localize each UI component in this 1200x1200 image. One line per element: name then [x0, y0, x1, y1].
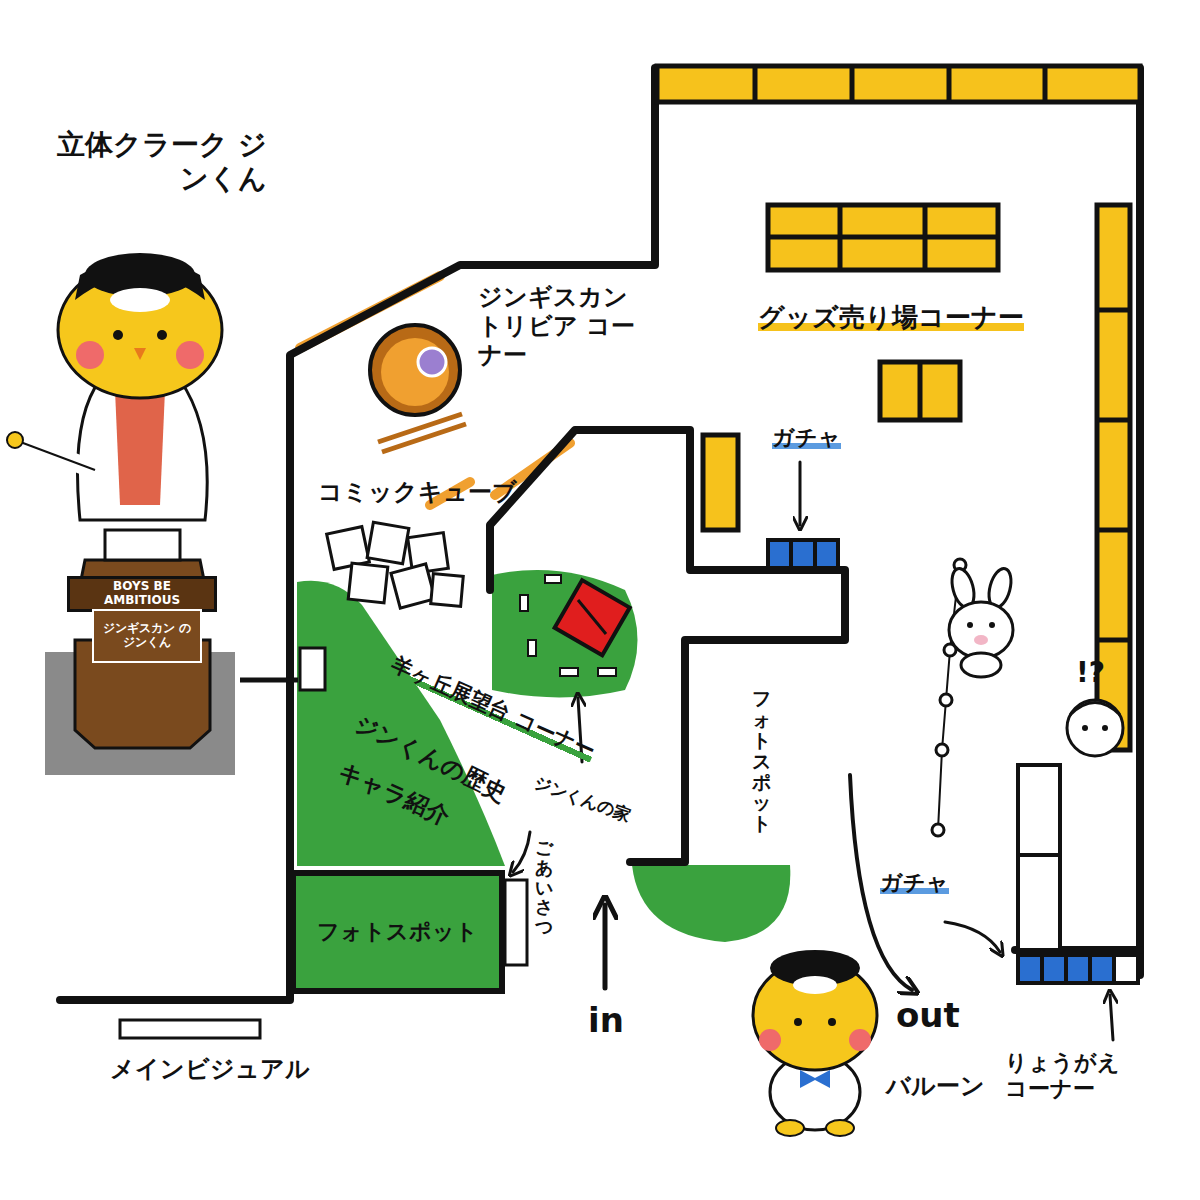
greeting-board: [505, 880, 527, 965]
statue-title: 立体クラーク ジンくん: [52, 128, 267, 195]
statue-plaque: ジンギスカン の ジンくん: [92, 609, 202, 663]
area-name: グッズ売り場コーナー: [758, 302, 1024, 333]
balloon-character: [753, 950, 877, 1136]
peeking-character: [1067, 700, 1123, 756]
statue-sign: BOYS BE AMBITIOUS: [67, 576, 217, 612]
shelf: [657, 66, 1140, 750]
main-visual-board: [120, 1020, 260, 1038]
stand: [300, 648, 325, 690]
statue-illustration: [7, 253, 235, 775]
exclamation: !?: [1076, 656, 1126, 690]
area-name: りょうがえ コーナー: [1005, 1050, 1140, 1103]
green-zone: [297, 581, 505, 866]
gacha-machine: [768, 540, 1138, 983]
balloon-label: バルーン: [886, 1072, 1006, 1101]
entrance-label: in: [588, 1000, 648, 1041]
sheep-character: [932, 559, 1015, 836]
green-zone: [632, 865, 790, 942]
area-name: ジンギスカン トリビア コーナー: [478, 283, 648, 369]
comic-cube: [327, 522, 464, 608]
photo-spot-box: フォトスポット: [290, 870, 505, 994]
pot-illustration: [370, 325, 466, 452]
gacha-label: ガチャ: [880, 870, 949, 896]
main-visual-label: メインビジュアル: [110, 1055, 340, 1084]
exit-label: out: [896, 995, 986, 1036]
leader-arrow: [513, 462, 1113, 1040]
node-text: ジンギスカン の ジンくん: [98, 622, 196, 650]
area-name: ジンくんの家: [531, 772, 660, 836]
area-name: フォトスポット: [752, 688, 771, 834]
green-zone: [492, 570, 638, 698]
area-name: コミックキューブ: [318, 478, 518, 507]
leader-line: [240, 678, 298, 683]
node-text: BOYS BE AMBITIOUS: [73, 580, 211, 608]
area-name: ごあいさつ: [535, 838, 553, 937]
gacha-label: ガチャ: [772, 425, 841, 451]
house-model: [520, 575, 630, 676]
node-text: フォトスポット: [317, 919, 478, 944]
wall: [60, 68, 1140, 1000]
